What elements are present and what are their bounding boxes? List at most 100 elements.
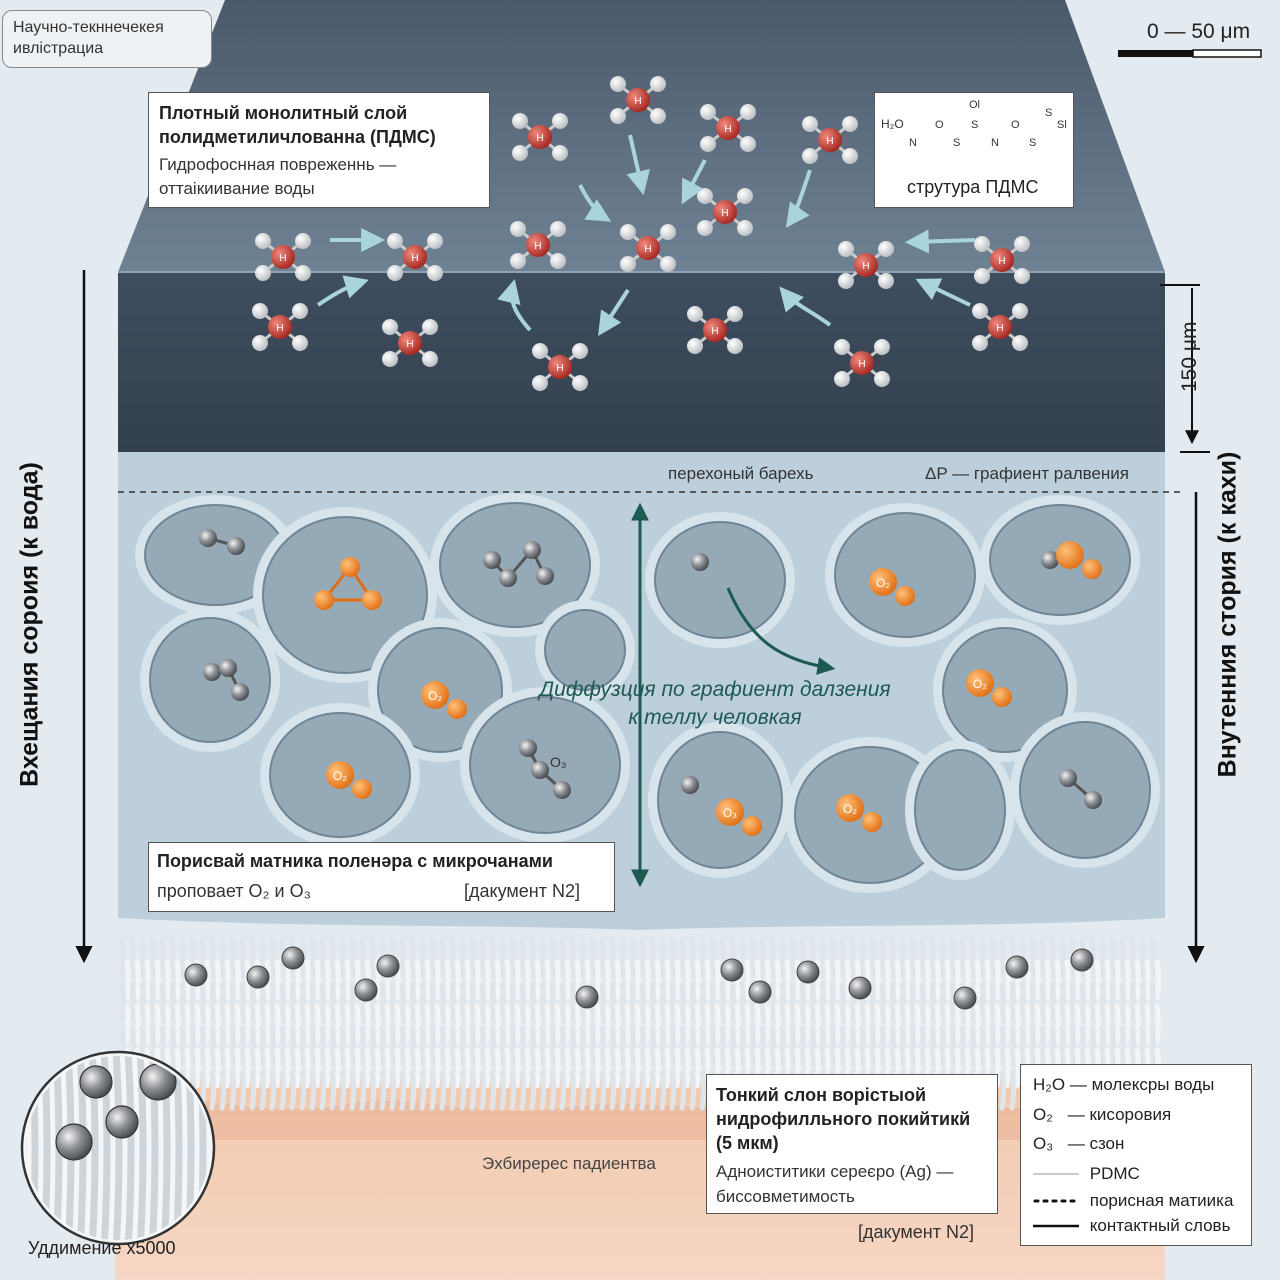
hydrogen-atom <box>972 335 988 351</box>
coating-bristle <box>819 981 826 1023</box>
coating-bristle <box>624 1047 631 1089</box>
oxygen-atom <box>528 125 552 149</box>
coating-bristle <box>1109 981 1116 1023</box>
pdms-info-box: Плотный монолитный слой полидметиличлова… <box>148 92 490 208</box>
coating-bristle <box>374 1047 381 1089</box>
coating-bristle <box>419 981 426 1023</box>
coating-bristle <box>219 1025 226 1067</box>
coating-bristle <box>344 1047 351 1089</box>
coating-bristle <box>119 937 126 979</box>
coating-bristle <box>1119 981 1126 1023</box>
matrix-info-box: Порисвай матника поленəра с микрочанами … <box>148 842 615 912</box>
coating-bristle <box>564 1003 571 1045</box>
coating-bristle <box>579 1069 586 1111</box>
legend-symbol-ozone: O₃ <box>1033 1134 1054 1153</box>
legend-text-contact: контактный словь <box>1089 1216 1231 1235</box>
corner-label-box: Научно-текннечекея ивлістрациа <box>2 10 212 68</box>
atom <box>483 551 501 569</box>
coating-bristle <box>894 959 901 1001</box>
coating-bristle <box>429 1025 436 1067</box>
hydrogen-atom <box>974 236 990 252</box>
hydrogen-atom <box>1012 335 1028 351</box>
coating-bristle <box>839 937 846 979</box>
coating-bristle <box>449 1025 456 1067</box>
coating-bristle <box>514 1047 521 1089</box>
coating-bristle <box>734 1003 741 1045</box>
coating-bristle <box>1029 981 1036 1023</box>
water-atom-label: H <box>998 256 1005 267</box>
oxygen-atom <box>271 245 295 269</box>
coating-bristle <box>309 937 316 979</box>
coating-bristle <box>1119 1025 1126 1067</box>
silver-particle <box>953 986 977 1010</box>
coating-bristle <box>434 959 441 1001</box>
coating-bristle <box>374 1003 381 1045</box>
legend-text-oxygen: — кисоровия <box>1067 1105 1172 1124</box>
grey-molecule <box>203 659 249 701</box>
coating-bristle <box>869 937 876 979</box>
coating-bristle <box>504 1047 511 1089</box>
coating-bristle <box>454 1047 461 1089</box>
atom <box>1084 791 1102 809</box>
coating-bristle <box>509 937 516 979</box>
coating-bristle <box>569 1025 576 1067</box>
oxygen-atom <box>716 116 740 140</box>
coating-bristle <box>139 937 146 979</box>
coating-bristle <box>319 937 326 979</box>
coating-bristle <box>1094 1003 1101 1045</box>
coating-bristle <box>719 1025 726 1067</box>
hydrogen-atom <box>252 303 268 319</box>
coating-bristle <box>1019 1025 1026 1067</box>
coating-bristle <box>414 1047 421 1089</box>
coating-bristle <box>424 1003 431 1045</box>
coating-bristle <box>1009 1069 1016 1111</box>
coating-bristle <box>279 981 286 1023</box>
coating-bristle <box>1054 1003 1061 1045</box>
silver-particle <box>796 960 820 984</box>
coating-bristle <box>689 1069 696 1111</box>
coating-bristle <box>709 981 716 1023</box>
coating-bristle <box>554 1003 561 1045</box>
coating-bristle <box>579 1025 586 1067</box>
oxygen-atom <box>703 318 727 342</box>
atom <box>681 776 699 794</box>
oxygen-atom <box>352 779 372 799</box>
coating-bristle <box>329 1069 336 1111</box>
coating-bristle <box>1054 959 1061 1001</box>
coating-bristle <box>204 1047 211 1089</box>
coating-bristle <box>524 1003 531 1045</box>
coating-bristle <box>264 1047 271 1089</box>
coating-bristle <box>459 1025 466 1067</box>
coating-info-box: Тонкий слон ворістыой нидрофилльного пок… <box>706 1074 998 1214</box>
coating-bristle <box>679 1025 686 1067</box>
coating-bristle <box>189 981 196 1023</box>
coating-bristle <box>579 937 586 979</box>
coating-bristle <box>819 937 826 979</box>
coating-bristle <box>884 1003 891 1045</box>
coating-bristle <box>324 1003 331 1045</box>
coating-bristle <box>239 981 246 1023</box>
oxygen-atom <box>421 681 449 709</box>
coating-bristle <box>1139 981 1146 1023</box>
coating-bristle <box>1154 1003 1161 1045</box>
coating-bristle <box>274 1047 281 1089</box>
coating-bristle <box>489 981 496 1023</box>
coating-bristle <box>944 959 951 1001</box>
silver-particle <box>376 954 400 978</box>
coating-bristle <box>1019 981 1026 1023</box>
water-molecule: H <box>610 76 666 124</box>
coating-bristle <box>779 937 786 979</box>
water-molecule: H <box>382 319 438 367</box>
coating-bristle <box>1049 1025 1056 1067</box>
coating-bristle <box>609 1069 616 1111</box>
coating-bristle <box>494 1003 501 1045</box>
oxygen-atom <box>362 590 382 610</box>
coating-bristle <box>534 1003 541 1045</box>
zoom-silver-particle <box>55 1123 93 1161</box>
coating-bristle <box>529 1069 536 1111</box>
hydrogen-atom <box>834 339 850 355</box>
oxygen-atom <box>990 248 1014 272</box>
coating-bristle <box>584 1003 591 1045</box>
coating-bristle <box>274 1003 281 1045</box>
coating-bristle <box>899 1025 906 1067</box>
